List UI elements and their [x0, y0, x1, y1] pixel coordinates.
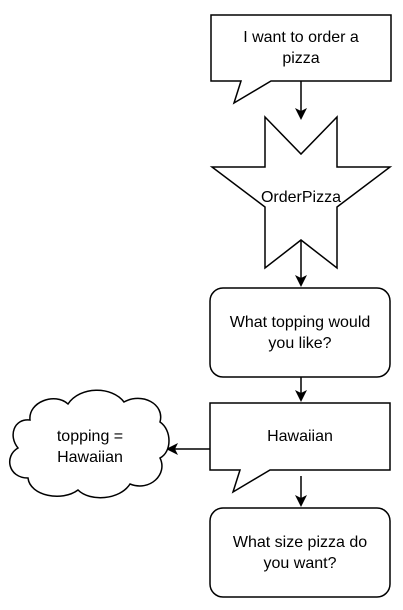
size-prompt-text: What size pizza do you want?: [232, 533, 368, 572]
slot-value-text: topping = Hawaiian: [56, 428, 124, 466]
topping-answer-callout: [209, 402, 391, 494]
topping-answer-text: Hawaiian: [267, 428, 333, 445]
order-intent-starburst: [209, 115, 393, 270]
topping-prompt-box: [209, 287, 391, 378]
user-request-text: I want to order a pizza: [243, 29, 359, 67]
user-request-callout: [210, 14, 392, 105]
size-prompt-box: [209, 507, 391, 598]
topping-prompt-text: What topping would you like?: [229, 313, 371, 352]
slot-value-cloud: [8, 389, 170, 499]
order-intent-text: OrderPizza: [260, 188, 342, 206]
